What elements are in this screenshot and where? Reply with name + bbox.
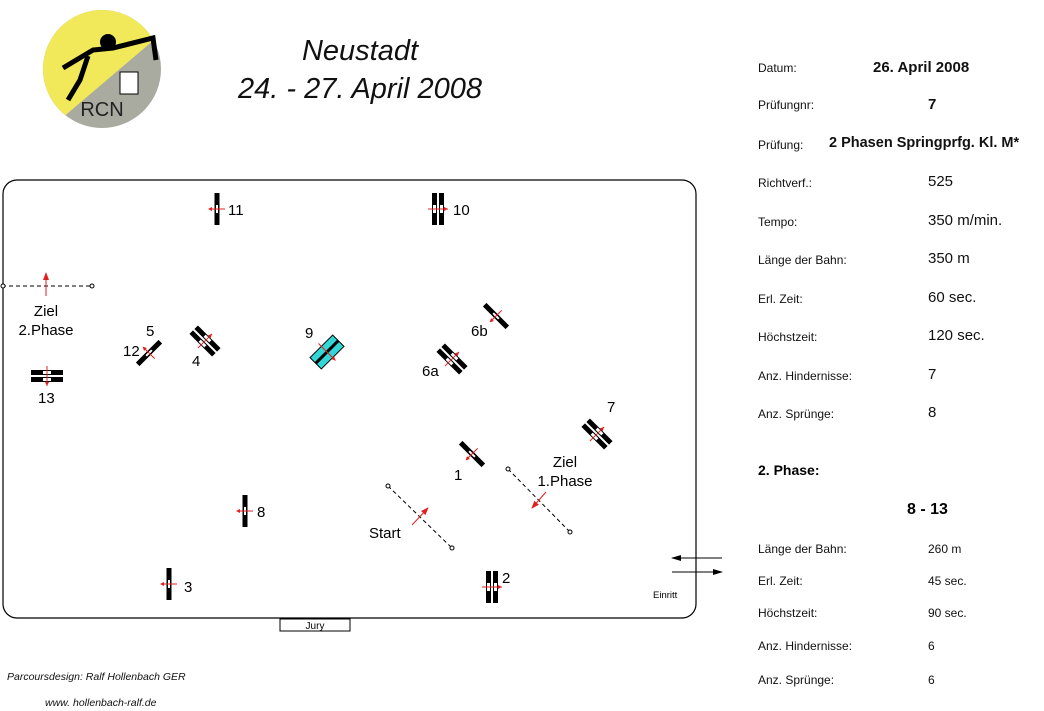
info-label: Tempo: <box>758 215 798 229</box>
start-label: Start <box>369 525 402 542</box>
info-value: 7 <box>928 366 937 383</box>
info-value: 2 Phasen Springprfg. Kl. M* <box>829 135 1020 151</box>
obstacle-number: 2 <box>502 570 510 587</box>
obstacle-number: 5 <box>146 323 154 340</box>
obstacle-10 <box>427 192 449 226</box>
info-label: Datum: <box>758 61 797 75</box>
obstacle-number: 12 <box>123 343 140 360</box>
obstacle-3 <box>159 567 178 601</box>
obstacle-2 <box>481 570 503 604</box>
phase2-heading: 2. Phase: <box>758 462 820 478</box>
info-value: 525 <box>928 173 954 190</box>
finish-2-label: Ziel <box>34 303 58 320</box>
obstacle-number: 6a <box>422 363 439 380</box>
info-value: 6 <box>928 639 935 653</box>
obstacle-11 <box>207 192 226 226</box>
event-city: Neustadt <box>301 35 419 67</box>
info-label: Länge der Bahn: <box>758 542 847 556</box>
info-value: 90 sec. <box>928 606 967 620</box>
info-label: Erl. Zeit: <box>758 292 803 306</box>
info-label: Prüfungnr: <box>758 98 815 112</box>
obstacle-6a <box>433 340 471 378</box>
finish-line-phase-1 <box>505 466 573 535</box>
designer-credit: Parcoursdesign: Ralf Hollenbach GER <box>7 671 186 683</box>
obstacle-7 <box>578 415 616 453</box>
obstacle-13 <box>30 365 64 387</box>
event-dates: 24. - 27. April 2008 <box>238 73 482 105</box>
jury-box <box>279 618 351 632</box>
obstacle-number: 6b <box>471 323 488 340</box>
info-value: 45 sec. <box>928 574 967 588</box>
arena-border <box>2 179 697 619</box>
jury-label: Jury <box>306 621 325 632</box>
info-label: Anz. Sprünge: <box>758 673 835 687</box>
info-value: 350 m <box>928 250 970 267</box>
obstacle-number: 3 <box>184 579 192 596</box>
obstacle-number: 4 <box>192 353 200 370</box>
info-label: Erl. Zeit: <box>758 574 803 588</box>
obstacle-number: 10 <box>453 202 470 219</box>
obstacle-number: 8 <box>257 504 265 521</box>
course-map: Jury Einritt 11 10 5 12 4 9 6b 6a 7 1 13… <box>0 179 723 632</box>
info-value: 7 <box>928 96 937 113</box>
info-label: Richtverf.: <box>758 176 813 190</box>
info-value: 6 <box>928 673 935 687</box>
info-value: 120 sec. <box>928 327 985 344</box>
obstacle-number: 7 <box>607 399 615 416</box>
info-label: Länge der Bahn: <box>758 253 847 267</box>
info-value: 60 sec. <box>928 289 977 306</box>
finish-line-phase-2 <box>0 272 95 296</box>
info-value: 350 m/min. <box>928 212 1003 229</box>
obstacle-number: 13 <box>38 390 55 407</box>
obstacle-number: 1 <box>454 467 462 484</box>
info-value: 8 <box>928 404 937 421</box>
obstacle-number: 11 <box>228 202 244 219</box>
finish-2-phase-label: 2.Phase <box>18 322 73 339</box>
designer-website[interactable]: www. hollenbach-ralf.de <box>45 697 157 709</box>
entrance-label: Einritt <box>653 590 678 601</box>
logo-text: RCN <box>80 99 123 121</box>
info-label: Anz. Hindernisse: <box>758 639 853 653</box>
obstacle-number: 9 <box>305 325 313 342</box>
info-label: Anz. Sprünge: <box>758 407 835 421</box>
info-label: Prüfung: <box>758 138 804 152</box>
info-label: Höchstzeit: <box>758 606 818 620</box>
phase2-range: 8 - 13 <box>907 501 948 518</box>
info-value: 26. April 2008 <box>873 59 970 76</box>
club-logo: RCN <box>43 10 161 128</box>
finish-1-label: Ziel <box>553 454 577 471</box>
finish-1-phase-label: 1.Phase <box>537 473 592 490</box>
start-line <box>385 483 455 551</box>
info-label: Höchstzeit: <box>758 330 818 344</box>
obstacle-8 <box>235 494 254 528</box>
info-label: Anz. Hindernisse: <box>758 369 853 383</box>
info-value: 260 m <box>928 542 962 556</box>
